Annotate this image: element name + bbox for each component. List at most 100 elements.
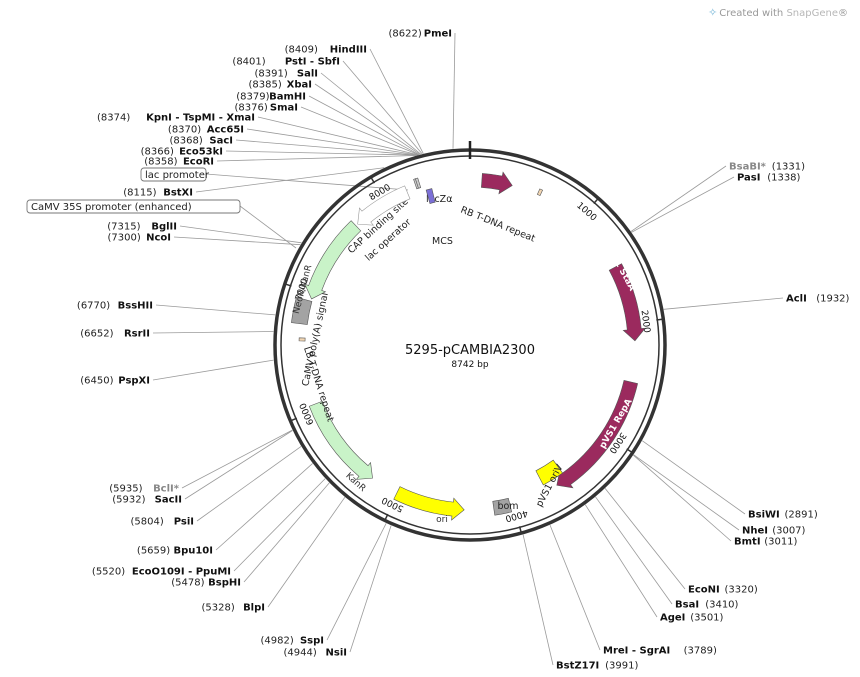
label-box xyxy=(26,199,241,214)
boxed-label-leader xyxy=(205,173,409,191)
site-leader-line xyxy=(308,95,420,156)
site-name: NsiI xyxy=(326,648,347,659)
site-leader-line xyxy=(179,225,302,244)
site-bglii: BglII(7315) xyxy=(107,222,177,233)
site-leader-line xyxy=(246,128,419,156)
site-leader-line xyxy=(267,496,346,608)
site-leader-line xyxy=(215,463,313,551)
site-bstxi: BstXI(8115) xyxy=(123,188,193,199)
feature-shape xyxy=(492,497,513,516)
feature-shape xyxy=(414,177,422,189)
site-leader-line xyxy=(522,534,554,666)
site-position: (8622) xyxy=(389,29,422,40)
site-smai: SmaI(8376) xyxy=(235,103,298,114)
site-position: (6652) xyxy=(80,329,113,340)
plasmid-name: 5295-pCAMBIA2300 xyxy=(405,343,535,358)
brand-prefix: Created with xyxy=(719,8,787,19)
site-position: (8368) xyxy=(170,136,203,147)
boxed-label-leader xyxy=(239,205,297,249)
site-psti-sbfi: PstI - SbfI(8401) xyxy=(232,57,340,68)
site-saci: SacI (8368) xyxy=(170,136,233,147)
tick-mark xyxy=(283,282,292,287)
site-leader-line xyxy=(595,496,673,605)
site-position: (7300) xyxy=(108,233,141,244)
site-position: (5804) xyxy=(131,517,164,528)
site-position: (5935) xyxy=(109,484,142,495)
site-position: (3320) xyxy=(725,585,758,596)
site-leader-line xyxy=(173,236,301,246)
feature-shape xyxy=(304,220,362,300)
site-name: XbaI xyxy=(287,80,312,91)
site-xbai: XbaI (8385) xyxy=(249,80,312,91)
site-position: (5932) xyxy=(112,495,145,506)
site-position: (3789) xyxy=(684,646,717,657)
site-leader-line xyxy=(195,167,385,193)
site-leader-line xyxy=(326,523,387,641)
site-name: BlpI xyxy=(243,603,265,614)
feature-bom: bom xyxy=(492,497,519,516)
boxed-label-camv-35s-promoter-enhanced-: CaMV 35S promoter (enhanced) xyxy=(26,199,241,214)
site-position: (8385) xyxy=(249,80,282,91)
label-box xyxy=(140,167,207,182)
site-position: (6770) xyxy=(77,301,110,312)
feature-kanr: KanR xyxy=(308,400,373,494)
site-name: PstI - SbfI xyxy=(285,57,340,68)
site-position: (1932) xyxy=(816,294,849,305)
feature-mcs: MCS xyxy=(425,188,453,247)
feature-label: RB T-DNA repeat xyxy=(459,205,537,245)
site-position: (5478) xyxy=(171,578,204,589)
site-blpi: BlpI(5328) xyxy=(202,603,265,614)
site-position: (4944) xyxy=(284,648,317,659)
site-leader-line xyxy=(314,83,421,155)
site-name: HindIII xyxy=(330,45,367,56)
feature-lacz: lacZα xyxy=(426,171,513,205)
site-bmti: BmtI(3011) xyxy=(734,537,798,548)
site-bcli: BclI*(5935) xyxy=(109,484,180,495)
site-nhei: NheI(3007) xyxy=(742,526,806,537)
site-leader-line xyxy=(641,440,746,515)
site-name: BstXI xyxy=(163,188,193,199)
feature-label: MCS xyxy=(432,236,453,247)
site-pmei: PmeI(8622) xyxy=(389,29,452,40)
feature-lac-promoter xyxy=(357,185,411,226)
brand-name: SnapGene xyxy=(786,8,838,19)
site-bsiwi: BsiWI (2891) xyxy=(748,510,818,521)
site-name: NcoI xyxy=(146,233,171,244)
site-position: (2891) xyxy=(785,510,818,521)
site-position: (8366) xyxy=(141,147,174,158)
tick-mark xyxy=(626,448,634,454)
site-leader-line xyxy=(633,454,740,531)
tick-mark xyxy=(656,318,665,321)
site-name: SacI xyxy=(209,136,233,147)
site-name: BsiWI xyxy=(748,510,780,521)
restriction-site-labels: PmeI(8622) HindIII (8409)PstI - SbfI(8401)… xyxy=(77,29,850,672)
tick-mark xyxy=(369,175,376,184)
boxed-label-text: lac promoter xyxy=(145,170,210,181)
snapgene-brand: ✧Created with SnapGene® xyxy=(708,6,848,19)
feature-shape xyxy=(425,188,436,204)
feature-shape xyxy=(556,380,638,489)
tick-label: 1000 xyxy=(574,201,598,224)
site-name: MreI - SgrAI xyxy=(603,646,670,657)
site-name: Bpu10I xyxy=(173,546,213,557)
site-leader-line xyxy=(663,297,784,310)
site-position: (8409) xyxy=(285,45,318,56)
site-leader-lines xyxy=(152,32,784,666)
site-position: (8358) xyxy=(144,157,177,168)
site-leader-line xyxy=(196,446,302,522)
site-position: (3991) xyxy=(605,661,638,672)
site-name: BsaI xyxy=(675,600,699,611)
site-name: EcoNI xyxy=(688,585,720,596)
site-bstz17i: BstZ17I(3991) xyxy=(556,661,638,672)
site-name: PasI xyxy=(737,173,760,184)
site-position: (1338) xyxy=(767,173,800,184)
site-agei: AgeI(3501) xyxy=(660,613,724,624)
site-psii: PsiI(5804) xyxy=(131,517,194,528)
site-leader-line xyxy=(233,478,326,572)
site-name: EcoO109I - PpuMI xyxy=(132,567,231,578)
site-position: (3011) xyxy=(764,537,797,548)
site-leader-line xyxy=(184,430,293,500)
brand-mark: ® xyxy=(838,8,848,19)
site-leader-line xyxy=(604,488,686,590)
site-leader-line xyxy=(155,304,276,316)
